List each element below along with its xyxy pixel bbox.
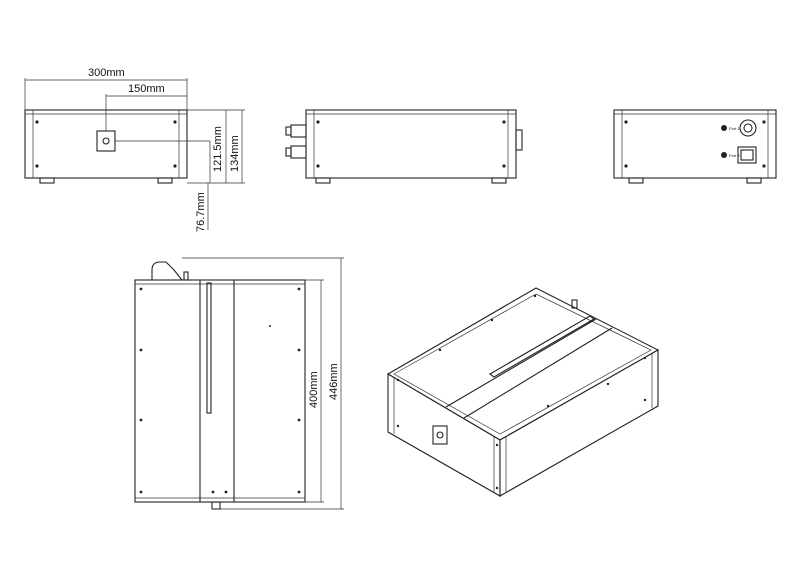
side-foot-right: [491, 177, 507, 184]
top-view: [134, 261, 306, 510]
front-foot-right: [157, 177, 173, 184]
top-tab: [211, 501, 221, 510]
front-dimensions: 300mm 150mm 121.5mm 134mm 76.7mm: [24, 67, 245, 232]
port-1-label: Port 1: [729, 126, 740, 131]
port-1-indicator: [721, 125, 727, 131]
iso-top-slot: [489, 315, 595, 378]
port-2-label: Port 2: [729, 153, 740, 158]
dim-121-5: 121.5mm: [212, 126, 224, 172]
iso-front-connector: [432, 425, 448, 445]
side-view: [285, 109, 523, 184]
side-fitting-bottom: [290, 145, 307, 159]
isometric-view: [386, 287, 660, 497]
dim-134: 134mm: [229, 135, 241, 172]
top-fitting: [151, 261, 183, 281]
side-foot-left: [315, 177, 331, 184]
side-fitting-top: [290, 124, 307, 138]
dim-300: 300mm: [88, 67, 125, 79]
port-1-connector: [739, 119, 757, 137]
top-dimensions: 400mm 446mm: [182, 257, 344, 510]
dim-150: 150mm: [128, 83, 165, 95]
front-foot-left: [39, 177, 55, 184]
dim-446: 446mm: [328, 363, 340, 400]
side-handle: [515, 129, 523, 151]
front-connector: [96, 130, 116, 152]
iso-rear-fitting: [571, 299, 578, 309]
rear-view: Port 1 Port 2: [613, 109, 777, 184]
rear-foot-right: [746, 177, 762, 184]
port-2-connector: [737, 146, 757, 164]
top-slot: [206, 282, 212, 414]
dim-400: 400mm: [308, 371, 320, 408]
port-2-indicator: [721, 152, 727, 158]
rear-foot-left: [628, 177, 644, 184]
dim-76-7: 76.7mm: [195, 192, 207, 232]
